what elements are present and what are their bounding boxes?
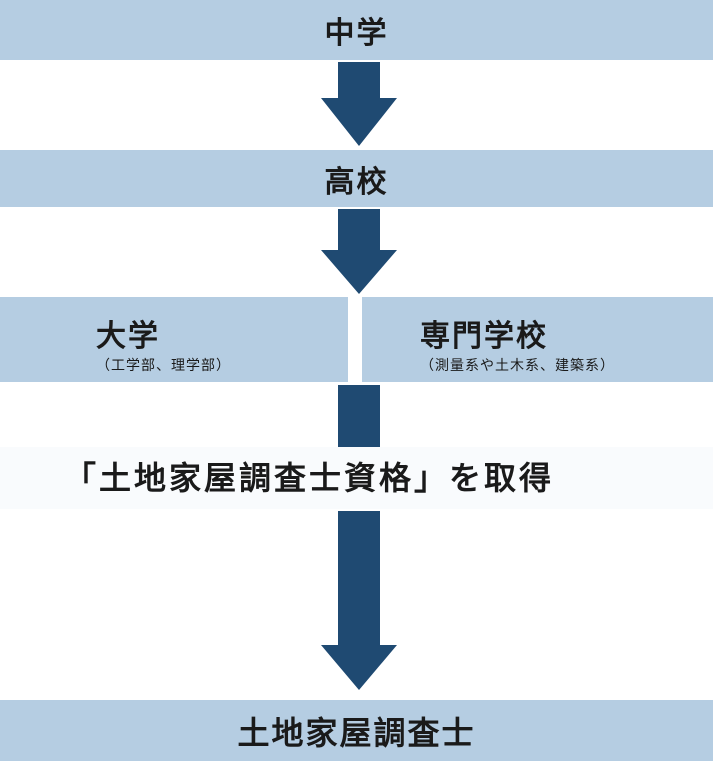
arrow-down-icon (321, 209, 397, 294)
step-high-school-label: 高校 (324, 164, 389, 200)
step-high-school: 高校 (0, 150, 713, 207)
step-junior-high-label: 中学 (324, 16, 389, 51)
vocational-title: 専門学校 (420, 319, 548, 354)
step-vocational-school: 専門学校 （測量系や土木系、建築系） (362, 297, 713, 382)
university-title: 大学 (96, 319, 160, 354)
step-goal: 土地家屋調査士 (0, 700, 713, 761)
arrow-down-icon (321, 62, 397, 146)
qualification-text: 「土地家屋調査士資格」を取得 (64, 459, 555, 497)
step-university: 大学 （工学部、理学部） (0, 297, 348, 382)
connector-bar (338, 385, 380, 447)
university-subtitle: （工学部、理学部） (96, 358, 231, 374)
step-goal-label: 土地家屋調査士 (237, 713, 476, 752)
arrow-down-icon (321, 511, 397, 690)
step-junior-high: 中学 (0, 0, 713, 60)
qualification-band (0, 447, 713, 509)
vocational-subtitle: （測量系や土木系、建築系） (420, 358, 615, 374)
